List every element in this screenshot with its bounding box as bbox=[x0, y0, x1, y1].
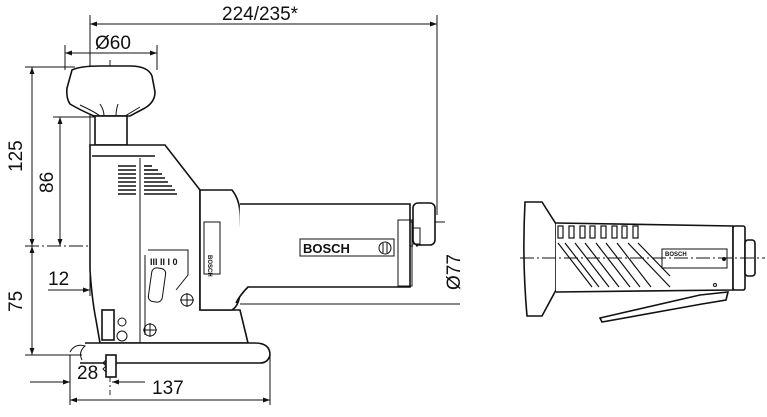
base-plate bbox=[80, 342, 271, 364]
handle-height-label: 86 bbox=[37, 172, 58, 193]
overall-length-label: 224/235* bbox=[222, 4, 299, 25]
total-height-label: 125 bbox=[6, 140, 27, 172]
base-length-label: 137 bbox=[152, 378, 184, 399]
screw-icon bbox=[378, 241, 392, 255]
top-view-body bbox=[555, 222, 734, 293]
top-brand-label: BOSCH bbox=[665, 252, 687, 258]
blade-guide bbox=[101, 309, 115, 341]
blade-offset-label: 12 bbox=[48, 269, 69, 290]
switch-positions-label: III II I 0 bbox=[150, 257, 178, 267]
saw-blade bbox=[105, 354, 117, 378]
top-view: BOSCH bbox=[520, 201, 765, 323]
brand-plate bbox=[299, 238, 395, 257]
vertical-brand-label: BOSCH bbox=[206, 255, 212, 277]
side-view: BOSCH BOSCH III II I 0 224/235* Ø60 125 … bbox=[6, 4, 465, 405]
trigger-lever bbox=[598, 291, 730, 323]
knob-diameter-label: Ø60 bbox=[95, 33, 131, 54]
vent-slots bbox=[118, 165, 177, 195]
lower-height-label: 75 bbox=[6, 291, 27, 312]
front-offset-label: 28 bbox=[77, 363, 98, 384]
knob bbox=[66, 65, 156, 117]
body-diameter-label: Ø77 bbox=[444, 254, 465, 290]
top-view-slots bbox=[557, 225, 671, 288]
speed-switch bbox=[147, 267, 167, 303]
side-brand-label: BOSCH bbox=[303, 241, 350, 256]
top-brand-plate bbox=[661, 248, 728, 269]
rear-nut bbox=[412, 202, 436, 246]
motor-tube bbox=[235, 203, 411, 304]
top-view-base bbox=[523, 201, 557, 317]
knob-neck bbox=[94, 115, 128, 146]
